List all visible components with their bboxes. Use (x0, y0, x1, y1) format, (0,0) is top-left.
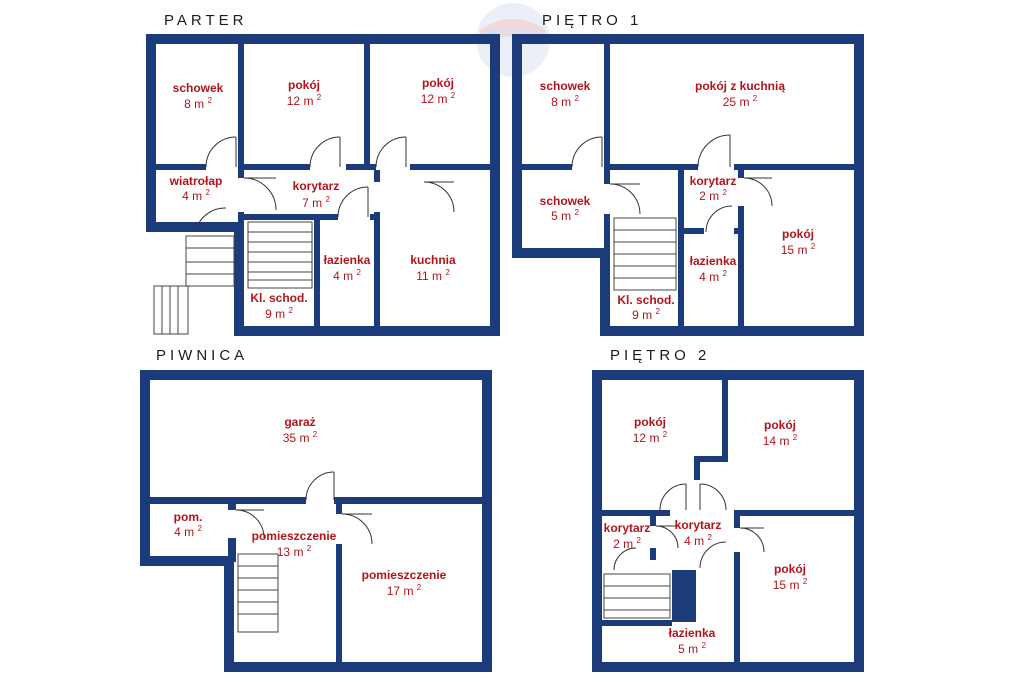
room-name: pokój (774, 562, 806, 576)
floor-pietro1: PIĘTRO 1 schowek 8 m 2 pokój z kuchnią (512, 12, 864, 336)
room-name: łazienka (690, 254, 737, 268)
room-name: łazienka (669, 626, 716, 640)
room-name: wiatrołap (169, 174, 223, 188)
room-area: 4 m 2 (182, 188, 210, 203)
room-area: 11 m 2 (416, 268, 450, 283)
pietro1-doors (571, 134, 773, 233)
room-area: 12 m 2 (633, 430, 668, 445)
piwnica-outer-walls (140, 370, 492, 672)
room-area: 5 m 2 (551, 208, 579, 223)
parter-entry-steps (153, 235, 235, 335)
floor-pietro2: PIĘTRO 2 pokój 12 m 2 pokój 14 m 2 (592, 347, 864, 672)
room-name: korytarz (690, 174, 737, 188)
room-name: pokój (782, 227, 814, 241)
room-name: pokój (422, 76, 454, 90)
room-name: garaż (284, 415, 315, 429)
room-area: 4 m 2 (684, 533, 712, 548)
piwnica-doors (235, 471, 373, 545)
room-area: 14 m 2 (763, 433, 798, 448)
room-name: Kl. schod. (250, 291, 307, 305)
room-name: pokój z kuchnią (695, 79, 785, 93)
room-area: 9 m 2 (632, 307, 660, 322)
room-area: 2 m 2 (699, 188, 727, 203)
room-area: 15 m 2 (781, 242, 816, 257)
room-area: 4 m 2 (174, 524, 202, 539)
room-name: kuchnia (410, 253, 456, 267)
room-area: 2 m 2 (613, 536, 641, 551)
floor-parter: PARTER (146, 12, 500, 336)
room-area: 9 m 2 (265, 306, 293, 321)
room-name: pom. (174, 510, 203, 524)
room-area: 15 m 2 (773, 577, 808, 592)
room-area: 4 m 2 (333, 268, 361, 283)
pietro2-stairs (603, 573, 671, 619)
room-area: 4 m 2 (699, 269, 727, 284)
floor-title-piwnica: PIWNICA (156, 347, 248, 364)
room-name: pomieszczenie (362, 568, 447, 582)
floor-title-pietro1: PIĘTRO 1 (542, 12, 642, 29)
floor-piwnica: PIWNICA garaż 35 m 2 pom. 4 m 2 pomieszc… (140, 347, 492, 672)
room-name: pokój (764, 418, 796, 432)
room-name: schowek (173, 81, 224, 95)
room-area: 5 m 2 (678, 641, 706, 656)
room-name: pokój (634, 415, 666, 429)
room-area: 25 m 2 (723, 94, 758, 109)
parter-stairs (247, 221, 313, 289)
room-name: korytarz (293, 179, 340, 193)
room-name: pomieszczenie (252, 529, 337, 543)
room-area: 13 m 2 (277, 544, 312, 559)
room-area: 7 m 2 (302, 195, 330, 210)
floor-title-pietro2: PIĘTRO 2 (610, 347, 710, 364)
room-name: łazienka (324, 253, 371, 267)
parter-doors (195, 136, 455, 231)
floor-title-parter: PARTER (164, 12, 247, 29)
room-area: 8 m 2 (551, 94, 579, 109)
room-name: schowek (540, 79, 591, 93)
room-area: 12 m 2 (421, 91, 456, 106)
room-area: 17 m 2 (387, 583, 422, 598)
pietro1-stairs (613, 217, 677, 291)
piwnica-stairs (237, 553, 279, 633)
room-area: 8 m 2 (184, 96, 212, 111)
room-area: 12 m 2 (287, 93, 322, 108)
room-name: schowek (540, 194, 591, 208)
room-name: pokój (288, 78, 320, 92)
room-name: korytarz (604, 521, 651, 535)
pietro1-outer-walls (512, 34, 864, 336)
room-name: Kl. schod. (617, 293, 674, 307)
pietro2-doors (613, 483, 765, 571)
room-area: 35 m 2 (283, 430, 318, 445)
room-name: korytarz (675, 518, 722, 532)
